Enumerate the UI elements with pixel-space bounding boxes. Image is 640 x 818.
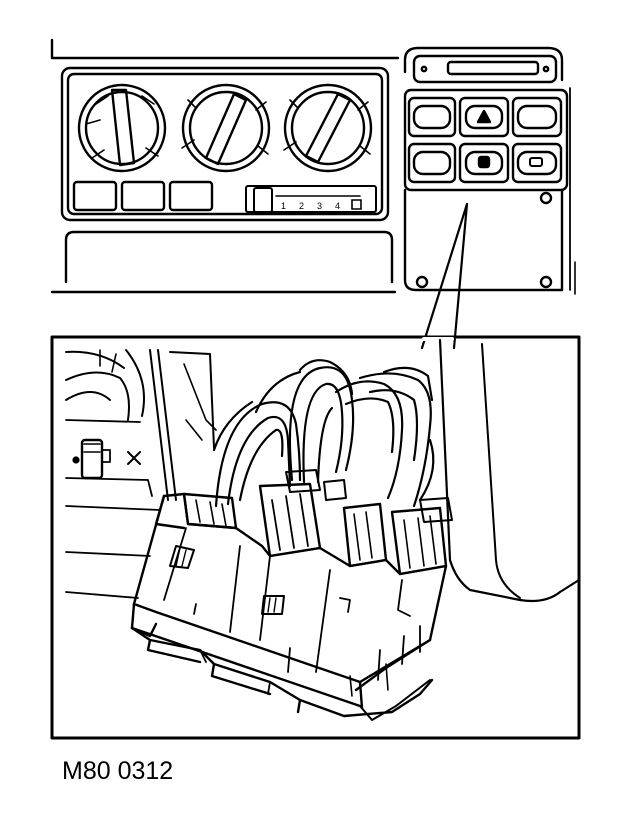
switch-slot: [513, 144, 561, 182]
fan-scale-digit-2: 2: [299, 201, 304, 211]
switch-slot: [409, 144, 455, 182]
dashboard-edge: [52, 40, 398, 58]
figure-reference-code: M80 0312: [62, 757, 174, 785]
switch-pack: [132, 494, 446, 720]
fan-scale-digit-3: 3: [317, 201, 322, 211]
fan-scale-detail: [66, 420, 160, 598]
hazard-warning-icon: [478, 111, 490, 122]
switch-slot: [460, 98, 508, 136]
fan-speed-knob: [284, 85, 371, 171]
panel-button: [74, 182, 116, 210]
fan-symbol-icon: [128, 452, 140, 464]
fan-scale-digit-4: 4: [335, 201, 340, 211]
fan-scale-digits: 1 2 3 4: [281, 201, 340, 211]
air-distribution-knob: [182, 85, 269, 171]
fan-scale: [246, 186, 376, 212]
switch-slot: [460, 144, 508, 182]
storage-cubby: [66, 232, 392, 282]
switch-symbol-icon: [479, 157, 489, 167]
wiring-harness: [214, 360, 433, 506]
detail-frame: [52, 337, 579, 738]
detail-view: [52, 337, 579, 738]
temperature-knob: [79, 85, 165, 171]
heater-control-panel: [62, 68, 388, 220]
connector-plugs: [184, 470, 452, 574]
switch-panel: [405, 48, 575, 294]
switch-slot: [513, 98, 561, 136]
dashboard-overview: [52, 40, 575, 348]
fan-symbol-icon: [352, 200, 361, 209]
panel-button: [170, 182, 212, 210]
panel-button: [122, 182, 164, 210]
fan-scale-digit-1: 1: [281, 201, 286, 211]
switch-slot: [409, 98, 455, 136]
switch-symbol-icon: [530, 158, 542, 166]
leader-line: [422, 204, 467, 348]
